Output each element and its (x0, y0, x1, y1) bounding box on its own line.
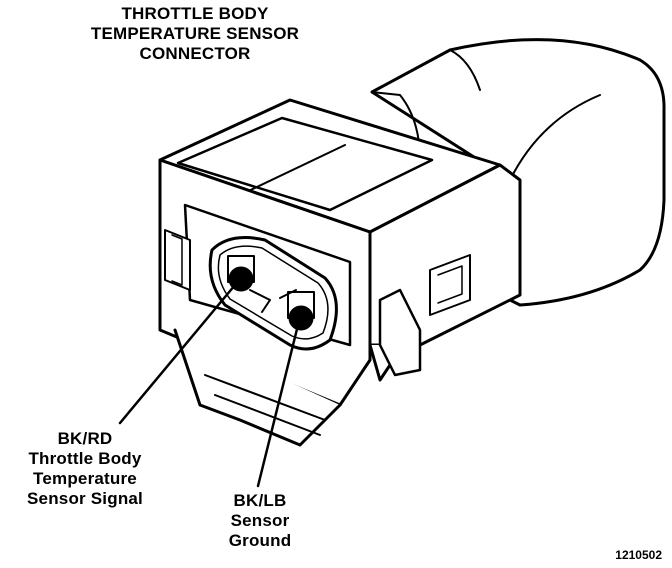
ground-wire-color: BK/LB (233, 491, 287, 510)
signal-desc-line-2: Temperature (33, 469, 137, 488)
title-line-1: THROTTLE BODY (121, 4, 269, 23)
leader-line-signal (118, 283, 237, 425)
leader-line-ground (256, 323, 300, 488)
ground-desc-line-1: Sensor (230, 511, 290, 530)
figure-number: 1210502 (615, 548, 662, 562)
signal-wire-color: BK/RD (57, 429, 113, 448)
signal-callout: BK/RD Throttle Body Temperature Sensor S… (0, 429, 170, 509)
signal-desc-line-1: Throttle Body (28, 449, 142, 468)
title-line-2: TEMPERATURE SENSOR (90, 24, 300, 43)
terminal-pin-ground (288, 305, 314, 331)
diagram-title: THROTTLE BODY TEMPERATURE SENSOR CONNECT… (0, 4, 390, 64)
ground-desc-line-2: Ground (228, 531, 292, 550)
connector-boot (370, 38, 666, 307)
title-line-3: CONNECTOR (139, 44, 251, 63)
ground-callout: BK/LB Sensor Ground (185, 491, 335, 551)
signal-desc-line-3: Sensor Signal (27, 489, 143, 508)
